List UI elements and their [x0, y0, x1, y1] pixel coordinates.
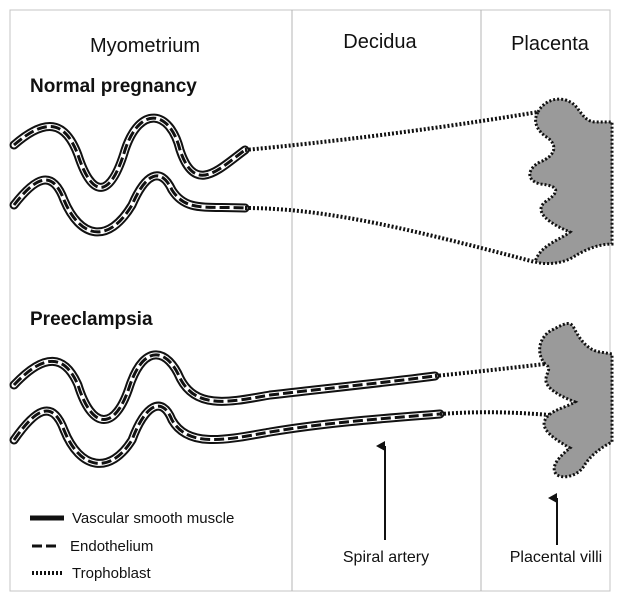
legend-item-vascular-smooth-muscle: Vascular smooth muscle	[30, 510, 234, 527]
preeclampsia-artery-upper-wall	[14, 355, 435, 420]
preeclampsia-artery-lower-wall	[14, 406, 440, 463]
preeclampsia-trophoblast-upper	[435, 364, 545, 376]
normal-placental-villi	[530, 99, 612, 263]
legend-label-vascular-smooth-muscle: Vascular smooth muscle	[72, 510, 234, 527]
preeclampsia-placental-villi	[540, 324, 612, 477]
normal-trophoblast-upper	[245, 112, 538, 150]
legend-label-trophoblast: Trophoblast	[72, 565, 151, 582]
normal-artery-lower-wall	[14, 176, 245, 232]
normal-artery	[14, 112, 538, 262]
normal-trophoblast-lower	[245, 208, 535, 262]
condition-title-preeclampsia: Preeclampsia	[30, 309, 153, 330]
legend-item-endothelium: Endothelium	[32, 538, 153, 555]
legend-label-endothelium: Endothelium	[70, 538, 153, 555]
placental-villi-label: Placental villi	[510, 549, 602, 566]
condition-title-normal: Normal pregnancy	[30, 76, 197, 97]
preeclampsia-trophoblast-lower	[440, 412, 560, 416]
region-label-placenta: Placenta	[511, 33, 590, 55]
spiral-artery-label: Spiral artery	[343, 549, 429, 566]
legend-item-trophoblast: Trophoblast	[32, 565, 151, 582]
preeclampsia-artery	[14, 355, 560, 464]
region-label-myometrium: Myometrium	[90, 35, 200, 57]
region-label-decidua: Decidua	[343, 31, 417, 53]
legend: Vascular smooth muscle Endothelium Troph…	[30, 510, 234, 582]
diagram-frame	[10, 10, 610, 591]
